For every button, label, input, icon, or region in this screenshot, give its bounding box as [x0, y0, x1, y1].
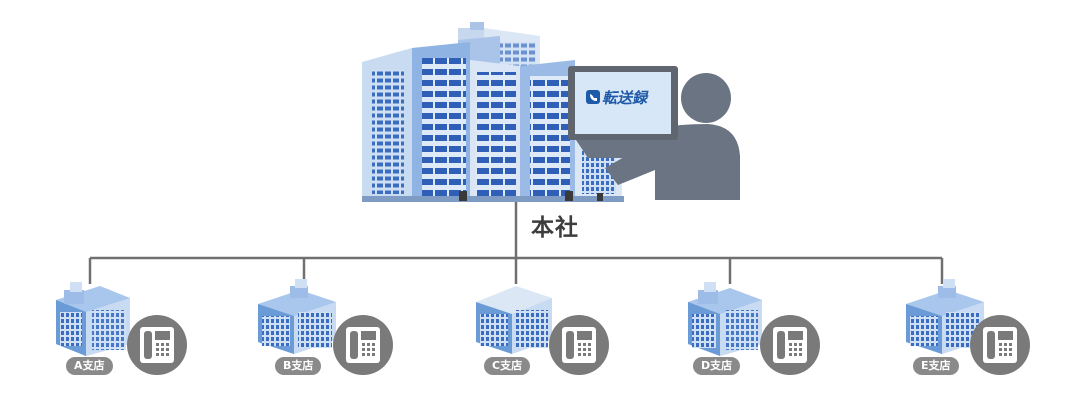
branch-b-phone-icon	[333, 315, 393, 375]
app-logo-text: 転送録	[602, 89, 649, 107]
phone-handset-icon	[590, 94, 597, 101]
app-logo: 転送録	[586, 89, 649, 107]
branch-d-building-icon	[688, 282, 762, 356]
branch-a-building-icon	[56, 282, 130, 356]
branch-c-building-icon	[476, 286, 552, 354]
person-with-laptop-icon: 転送録	[568, 66, 740, 200]
branch-d-phone-icon	[760, 315, 820, 375]
branch-b-label: B支店	[275, 357, 322, 375]
person-icon	[605, 124, 740, 200]
branch-a-label: A支店	[66, 357, 113, 375]
branch-b-building-icon	[258, 279, 336, 354]
branch-d-label: D支店	[693, 357, 741, 375]
branch-e-label: E支店	[913, 357, 959, 375]
branch-c-label: C支店	[484, 357, 531, 375]
branch-c-phone-icon	[549, 315, 609, 375]
hq-label: 本社	[531, 215, 579, 241]
branch-e-phone-icon	[970, 315, 1030, 375]
branch-a-phone-icon	[127, 315, 187, 375]
branch-e-building-icon	[906, 279, 984, 354]
connection-lines	[88, 200, 944, 284]
